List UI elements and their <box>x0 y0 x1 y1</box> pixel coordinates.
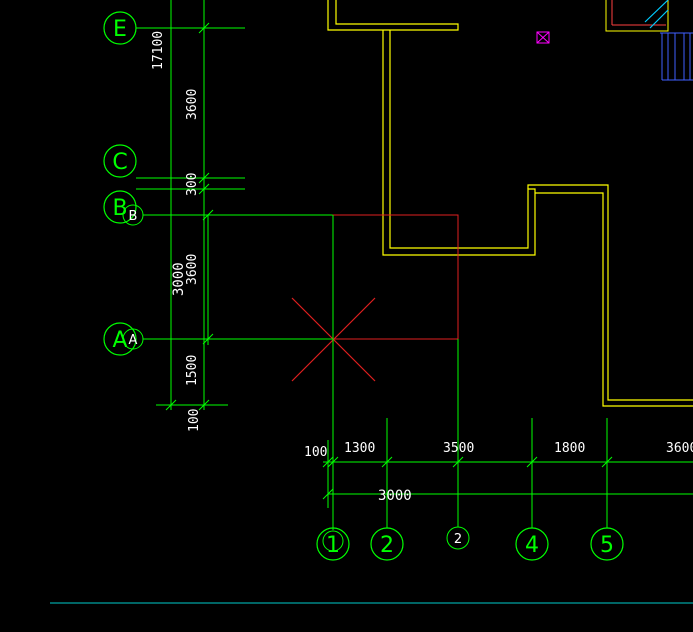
column-axis-5: 5 <box>590 527 624 561</box>
dim-text-3000: 3000 <box>171 262 187 296</box>
axis-label-A: A <box>112 328 127 353</box>
axis-bubble-B <box>103 190 137 224</box>
magenta-marker-icon[interactable] <box>536 31 550 44</box>
dim-tick <box>381 456 393 468</box>
dim-tick <box>322 456 334 468</box>
column-axis-2: 2 <box>370 527 404 561</box>
column-axis-1: 1 <box>316 527 350 561</box>
axis-bubble-4 <box>515 527 549 561</box>
dim-tick <box>601 456 613 468</box>
axis-label-E: E <box>113 17 127 42</box>
dim-tick <box>452 456 464 468</box>
dim-tick <box>327 456 339 468</box>
dim-tick <box>165 399 177 411</box>
axis-label-C: C <box>112 150 127 175</box>
dim-text-100-vertical: 100 <box>187 409 202 432</box>
selection-rectangle[interactable] <box>332 214 459 340</box>
dim-text-1500: 1500 <box>185 355 200 386</box>
vertical-dimension-chain: 17100 3600 300 3600 3000 1500 100 <box>151 0 228 432</box>
wall-top-segment[interactable] <box>327 0 459 31</box>
column-axis-4: 4 <box>515 527 549 561</box>
dim-tick <box>198 172 210 184</box>
stair-element[interactable] <box>605 0 693 81</box>
dim-tick <box>202 333 214 345</box>
dim-text-3000-horizontal: 3000 <box>378 488 412 504</box>
dim-text-1800: 1800 <box>554 441 585 456</box>
stair-arrow <box>644 0 669 23</box>
dim-tick <box>202 209 214 221</box>
axis-bubble-1-small <box>322 530 344 552</box>
axis-bubble-A <box>103 322 137 356</box>
dim-tick <box>198 399 210 411</box>
horizontal-dimension-chain: 100 1300 3500 1800 3600 3000 <box>304 440 693 508</box>
dim-tick <box>322 488 334 500</box>
dim-text-300: 300 <box>185 173 200 196</box>
dim-text-3500: 3500 <box>443 441 474 456</box>
stair-arrow <box>649 9 669 29</box>
row-axis-B: B B <box>103 188 333 226</box>
wall-outline[interactable] <box>327 0 693 407</box>
axis-bubble-2 <box>370 527 404 561</box>
column-axis-2-small: 2 <box>446 526 470 550</box>
axis-label-A-small: A <box>129 333 138 348</box>
axis-bubble-C <box>103 144 137 178</box>
row-axis-C: C <box>103 144 245 179</box>
dim-text-100-horizontal: 100 <box>304 445 327 460</box>
dim-text-3600-top: 3600 <box>185 89 200 120</box>
axis-bubble-5 <box>590 527 624 561</box>
axis-label-4: 4 <box>525 533 539 558</box>
axis-label-B: B <box>112 196 127 221</box>
axis-label-B-small: B <box>129 209 138 224</box>
column-grid-lines <box>332 215 608 530</box>
axis-label-2: 2 <box>380 533 394 558</box>
wall-right-outer[interactable] <box>527 184 693 401</box>
row-axis-A: A A <box>103 322 333 356</box>
dim-tick <box>198 183 210 195</box>
wall-right-inner[interactable] <box>535 192 693 407</box>
axis-bubble-2-small <box>446 526 470 550</box>
axis-bubble-1 <box>316 527 350 561</box>
dim-text-17100: 17100 <box>151 31 166 70</box>
dim-text-1300: 1300 <box>344 441 375 456</box>
axis-label-5: 5 <box>600 533 614 558</box>
dim-text-3600-mid: 3600 <box>185 254 200 285</box>
wall-corridor[interactable] <box>382 30 536 256</box>
stair-box[interactable] <box>605 0 669 32</box>
dim-tick <box>198 22 210 34</box>
dim-text-3600: 3600 <box>666 441 693 456</box>
dim-tick <box>526 456 538 468</box>
row-axis-E: E <box>103 11 245 45</box>
axis-label-1: 1 <box>326 533 340 558</box>
axis-label-2-small: 2 <box>454 532 462 547</box>
